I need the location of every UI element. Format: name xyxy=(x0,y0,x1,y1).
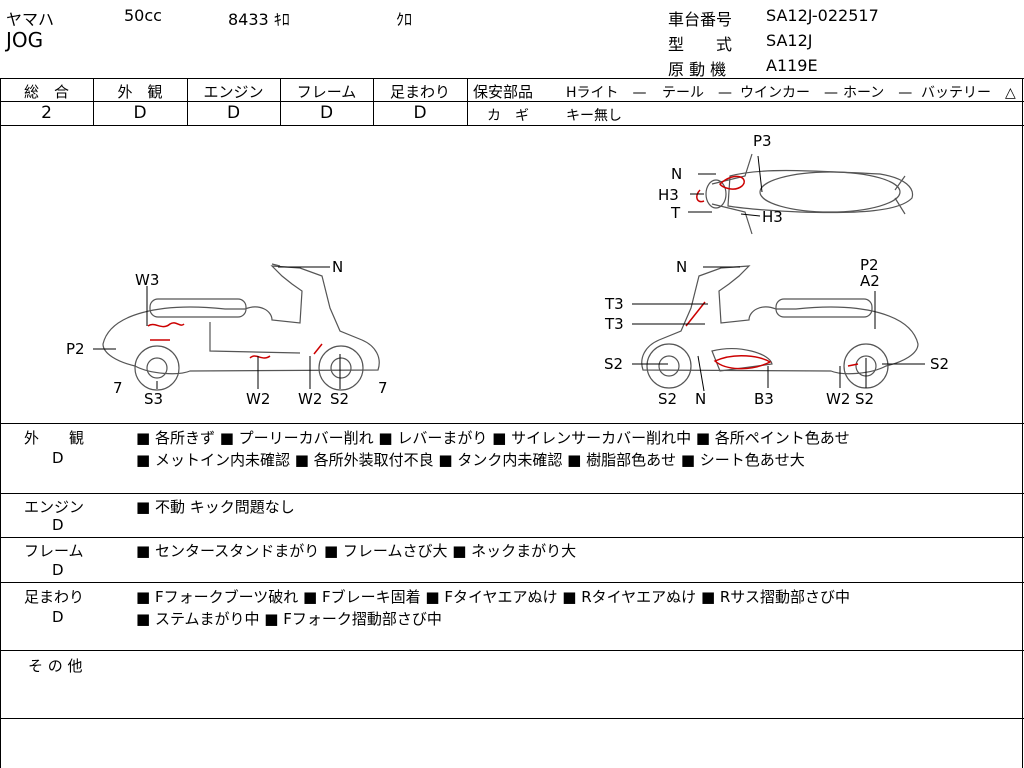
safety-horn: ホーン — xyxy=(843,85,913,101)
key-label: カ ギ xyxy=(487,108,529,124)
damage-mark-s2 xyxy=(847,363,859,367)
top-seat xyxy=(759,171,901,213)
label-w2-right: W2 xyxy=(826,390,850,408)
suspension-score-label: 足まわり xyxy=(389,83,450,101)
label-t-top: T xyxy=(670,204,681,222)
type-label: 型 式 xyxy=(668,35,733,54)
damage-mark-t3 xyxy=(685,301,706,327)
label-w3: W3 xyxy=(135,271,159,289)
type-value: SA12J xyxy=(766,31,813,50)
other-section-label: そ の 他 xyxy=(28,657,83,675)
frame-score-label: フレーム xyxy=(296,83,357,101)
exterior-section-label: 外 観 xyxy=(24,429,85,447)
label-n-right-bottom: N xyxy=(695,390,706,408)
safety-hlight: Hライト — xyxy=(566,85,647,101)
damage-mark-w2b xyxy=(313,343,323,355)
frame-no-label: 車台番号 xyxy=(668,10,733,29)
label-s2-right-rear: S2 xyxy=(930,355,949,373)
left-front-hub xyxy=(330,357,352,379)
label-n-top: N xyxy=(671,165,682,183)
suspension-score: D xyxy=(413,103,427,123)
exterior-score-label: 外 観 xyxy=(117,83,163,101)
damage-mark-w3 xyxy=(147,322,185,328)
engine-section-label: エンジン xyxy=(24,498,85,516)
top-body xyxy=(727,169,914,214)
label-s2-left: S2 xyxy=(330,390,349,408)
frame-line-1: ■ センタースタンドまがり ■ フレームさび大 ■ ネックまがり大 xyxy=(136,542,577,560)
exterior-line-1: ■ 各所きず ■ プーリーカバー削れ ■ レバーまがり ■ サイレンサーカバー削… xyxy=(136,429,850,447)
right-scooter-body xyxy=(641,265,919,375)
label-p2-right: P2 xyxy=(860,256,879,274)
left-rear-wheel xyxy=(134,345,180,391)
engine-label: 原 動 機 xyxy=(668,60,727,79)
safety-winker: ウインカー — xyxy=(740,85,838,101)
frame-section-grade: D xyxy=(52,561,64,579)
damage-mark-b3 xyxy=(713,355,772,370)
safety-label: 保安部品 xyxy=(473,83,534,101)
label-w2-left: W2 xyxy=(246,390,270,408)
engine-line-1: ■ 不動 キック問題なし xyxy=(136,498,295,516)
damage-mark-h3 xyxy=(696,189,705,203)
top-handlebars xyxy=(711,153,753,235)
label-s3: S3 xyxy=(144,390,163,408)
overall-label: 総 合 xyxy=(23,83,69,101)
frame-no: SA12J-022517 xyxy=(766,6,879,25)
engine-value: A119E xyxy=(766,56,818,75)
left-front-wheel xyxy=(318,345,364,391)
model-name: JOG xyxy=(6,28,44,52)
label-w2-left-b: W2 xyxy=(298,390,322,408)
label-b3: B3 xyxy=(754,390,774,408)
mileage: 8433 ｷﾛ xyxy=(228,10,290,29)
left-panel-lines xyxy=(209,263,301,354)
suspension-section-label: 足まわり xyxy=(24,588,85,606)
suspension-section-grade: D xyxy=(52,608,64,626)
exterior-line-2: ■ メットイン内未確認 ■ 各所外装取付不良 ■ タンク内未確認 ■ 樹脂部色あ… xyxy=(136,451,805,469)
key-status: キー無し xyxy=(566,108,622,124)
displacement: 50cc xyxy=(124,6,162,25)
label-n-right: N xyxy=(676,258,687,276)
suspension-line-1: ■ Fフォークブーツ破れ ■ Fブレーキ固着 ■ Fタイヤエアぬけ ■ Rタイヤ… xyxy=(136,588,851,606)
label-7-rear: 7 xyxy=(113,379,123,397)
safety-tail: テール — xyxy=(662,85,732,101)
label-s2-right-bottom: S2 xyxy=(658,390,677,408)
label-n-left: N xyxy=(332,258,343,276)
label-s2-right-front: S2 xyxy=(604,355,623,373)
color: ｸﾛ xyxy=(396,10,413,29)
engine-section-grade: D xyxy=(52,516,64,534)
label-a2: A2 xyxy=(860,272,880,290)
label-h3-top-right: H3 xyxy=(762,208,783,226)
left-seat xyxy=(149,298,247,318)
label-t3-b: T3 xyxy=(604,315,624,333)
overall-score: 2 xyxy=(41,103,52,123)
damage-mark-w2 xyxy=(249,355,271,359)
right-front-wheel xyxy=(646,343,692,389)
label-h3-top-left: H3 xyxy=(658,186,679,204)
exterior-score: D xyxy=(133,103,147,123)
top-tail xyxy=(894,175,906,215)
suspension-line-2: ■ ステムまがり中 ■ Fフォーク摺動部さび中 xyxy=(136,610,442,628)
damage-diagram: N W3 P2 7 S3 W2 W2 S2 7 P3 N H3 T H3 N P… xyxy=(66,132,949,408)
engine-score: D xyxy=(226,103,241,123)
damage-mark-top xyxy=(719,175,745,190)
right-floor-panel xyxy=(711,348,773,372)
frame-score: D xyxy=(319,103,334,123)
safety-battery: バッテリー △ xyxy=(921,85,1016,101)
top-front xyxy=(705,179,727,209)
right-front-hub xyxy=(658,355,680,377)
label-p2-left: P2 xyxy=(66,340,85,358)
left-rear-hub xyxy=(146,357,168,379)
diagram-labels: N W3 P2 7 S3 W2 W2 S2 7 P3 N H3 T H3 N P… xyxy=(66,132,949,408)
engine-score-label: エンジン xyxy=(203,83,264,101)
label-p3: P3 xyxy=(753,132,772,150)
label-t3-a: T3 xyxy=(604,295,624,313)
left-scooter-body xyxy=(102,265,380,375)
right-seat xyxy=(775,298,873,318)
maker: ヤマハ xyxy=(6,10,55,29)
label-s2-right-b: S2 xyxy=(855,390,874,408)
exterior-section-grade: D xyxy=(52,449,64,467)
frame-section-label: フレーム xyxy=(24,542,84,560)
label-7-front: 7 xyxy=(378,379,388,397)
